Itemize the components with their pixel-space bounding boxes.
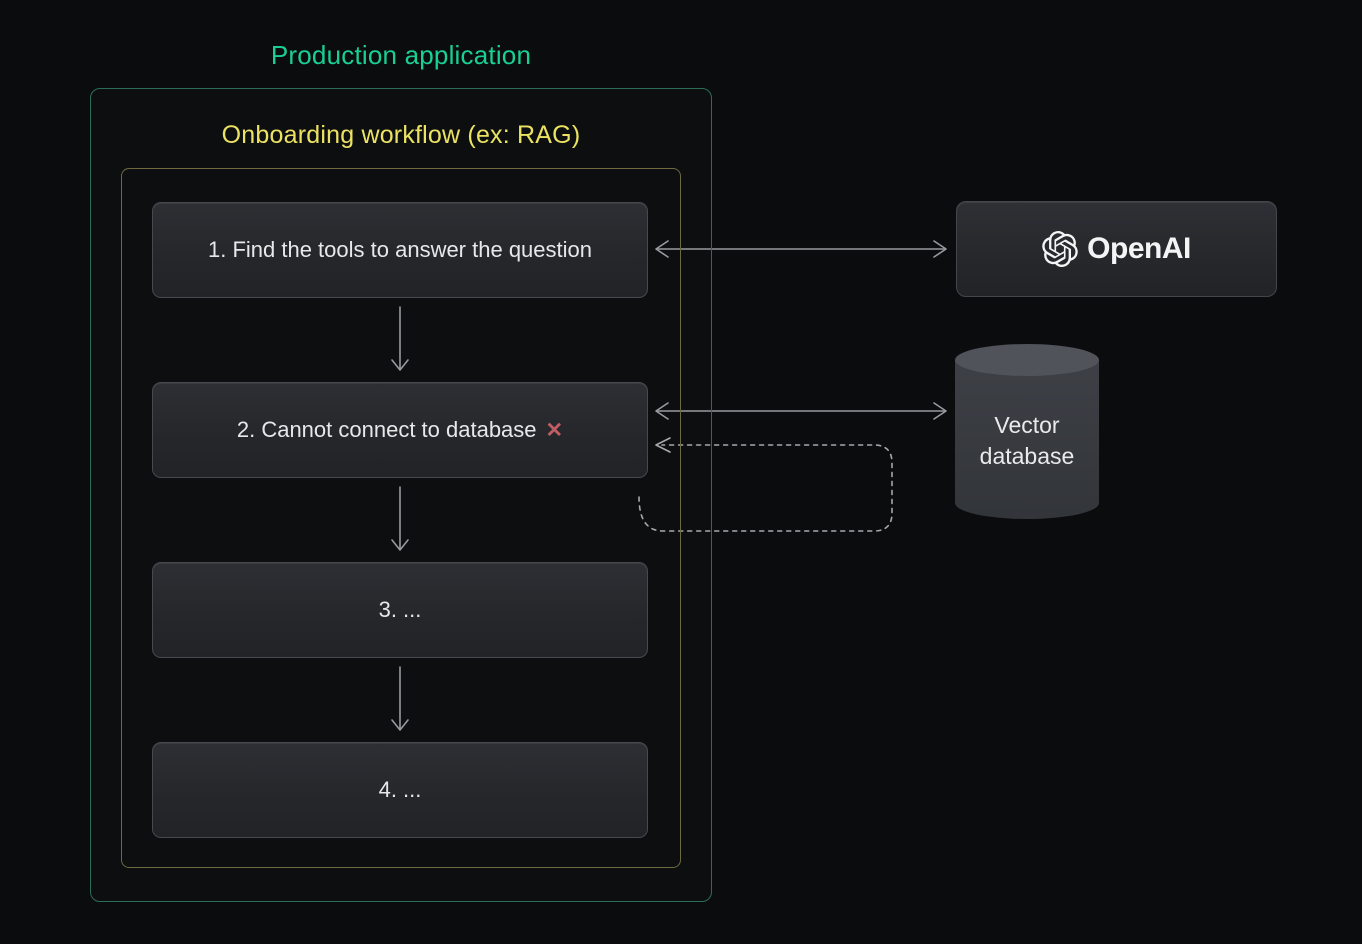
x-mark-icon: ✕ <box>546 418 564 443</box>
step-box-2: 2. Cannot connect to database ✕ <box>152 382 648 478</box>
workflow-title: Onboarding workflow (ex: RAG) <box>121 121 681 150</box>
vector-db-label: Vector database <box>954 410 1100 472</box>
step-box-4: 4. ... <box>152 742 648 838</box>
openai-label: OpenAI <box>1087 232 1191 266</box>
step-box-1: 1. Find the tools to answer the question <box>152 202 648 298</box>
step-box-3: 3. ... <box>152 562 648 658</box>
step-1-label: 1. Find the tools to answer the question <box>208 237 592 263</box>
step-2-label: 2. Cannot connect to database <box>237 417 537 443</box>
openai-logo-icon <box>1042 231 1078 267</box>
step-4-label: 4. ... <box>379 777 422 803</box>
openai-card: OpenAI <box>956 201 1277 297</box>
step-3-label: 3. ... <box>379 597 422 623</box>
page-title: Production application <box>90 40 712 71</box>
